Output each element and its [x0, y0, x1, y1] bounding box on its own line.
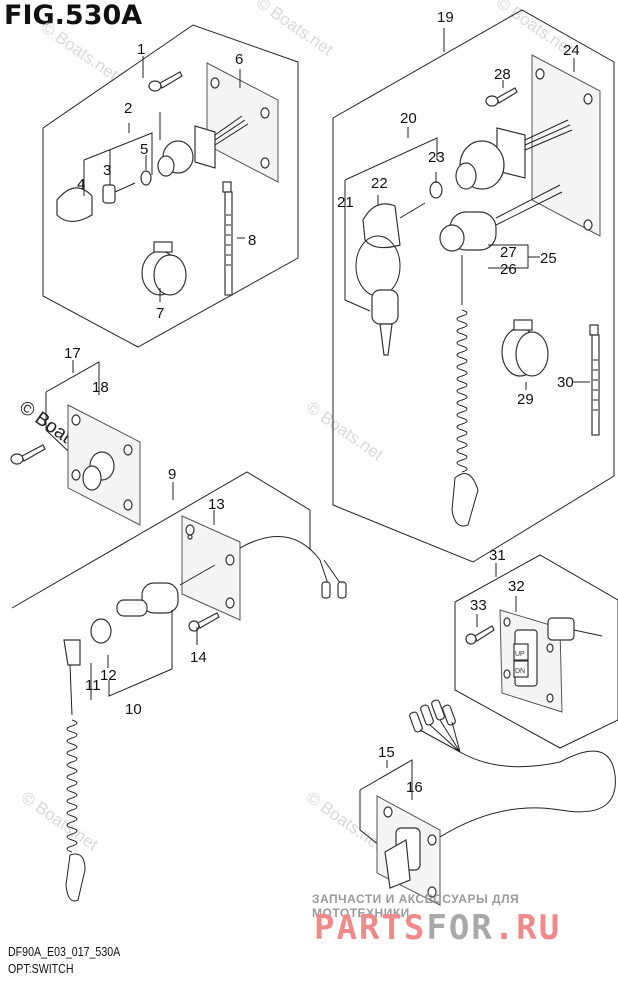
callout-10: 10 [125, 701, 142, 718]
callout-21: 21 [337, 194, 354, 211]
callout-25: 25 [540, 250, 557, 267]
key-with-ring-icon [355, 202, 426, 356]
callout-6: 6 [235, 51, 243, 68]
mounting-plate-icon [206, 62, 279, 183]
stop-switch-icon [439, 184, 563, 252]
callout-3: 3 [103, 162, 111, 179]
callout-32: 32 [508, 578, 525, 595]
group-outline [454, 554, 618, 749]
ignition-switch-icon [157, 115, 249, 177]
connector-bundle-icon [409, 699, 461, 753]
screw-icon [465, 625, 495, 645]
washer-icon [140, 170, 152, 186]
push-switch-icon [384, 827, 421, 889]
callout-24: 24 [563, 42, 580, 59]
callout-19: 19 [437, 9, 454, 26]
cable-tie-icon [222, 181, 233, 296]
rocker-switch-icon: UP DN [513, 617, 603, 687]
callout-12: 12 [100, 667, 117, 684]
cap-icon [141, 241, 187, 296]
group-outline [42, 24, 299, 348]
lanyard-coil-icon [451, 255, 479, 527]
ignition-switch-icon [455, 119, 573, 190]
cable-tie-icon [589, 324, 600, 436]
callout-20: 20 [400, 110, 417, 127]
kit-15-switch-group [359, 699, 616, 906]
toggle-switch-icon [82, 451, 115, 491]
callout-33: 33 [470, 597, 487, 614]
caption-name: OPT:SWITCH [8, 962, 74, 976]
callout-22: 22 [371, 175, 388, 192]
kit-17-switch-group [10, 360, 141, 526]
screw-icon [188, 612, 220, 632]
group-outline [11, 471, 311, 609]
kit-31-trim-switch-group: UP DN [454, 554, 618, 749]
washer-icon [429, 181, 443, 199]
callout-2: 2 [124, 100, 132, 117]
promo-brand-part: .RU [493, 908, 562, 948]
callout-1: 1 [137, 41, 145, 58]
caption-code: DF90A_E03_017_530A [8, 945, 121, 959]
callout-14: 14 [190, 649, 207, 666]
nut-icon [90, 618, 112, 644]
watermark: © Boats.net [303, 788, 387, 855]
switch-down-label: DN [515, 668, 525, 675]
kit-19-ignition-switch-group [332, 9, 615, 563]
callout-23: 23 [428, 149, 445, 166]
kit-1-ignition-switch-group [42, 24, 299, 348]
callout-28: 28 [494, 66, 511, 83]
mounting-plate-icon [531, 54, 601, 237]
callout-17: 17 [64, 345, 81, 362]
callout-8: 8 [248, 232, 256, 249]
callout-7: 7 [156, 305, 164, 322]
promo-watermark-text: ЗАПЧАСТИ И АКСЕССУАРЫ ДЛЯ МОТОТЕХНИКИ [312, 892, 520, 920]
callout-15: 15 [378, 744, 395, 761]
cap-icon [501, 319, 549, 377]
stop-switch-icon [90, 564, 216, 644]
promo-watermark-brand: PARTSFOR.RU [314, 908, 561, 948]
screw-icon [10, 444, 46, 465]
group-outline [332, 9, 615, 563]
callout-26: 26 [500, 261, 517, 278]
key-fob-icon [56, 187, 93, 223]
callout-29: 29 [517, 391, 534, 408]
key-icon [102, 184, 116, 204]
callout-31: 31 [489, 547, 506, 564]
kit-9-stop-switch-group [11, 471, 347, 902]
promo-brand-part: PARTS [314, 908, 427, 948]
lanyard-coil-icon [63, 639, 86, 902]
connector-icon [337, 581, 347, 599]
figure-caption: DF90A_E03_017_530A OPT:SWITCH [8, 944, 120, 978]
callout-27: 27 [500, 244, 517, 261]
figure-title: FIG.530A [4, 0, 143, 31]
watermark: © Boats.net [38, 18, 122, 85]
screw-icon [485, 87, 518, 107]
mounting-plate-icon [181, 515, 241, 621]
callout-11: 11 [85, 677, 101, 694]
callout-18: 18 [92, 379, 109, 396]
watermark: © Boats.net [303, 398, 387, 465]
callout-layer: 1 2 3 4 5 6 7 8 9 10 11 12 13 14 15 16 1… [64, 9, 580, 796]
switch-up-label: UP [515, 651, 525, 658]
watermark: © Boats.net [18, 788, 102, 855]
connector-icon [321, 581, 331, 599]
callout-16: 16 [406, 779, 423, 796]
callout-30: 30 [557, 374, 574, 391]
screw-icon [148, 71, 183, 92]
callout-5: 5 [140, 141, 148, 158]
promo-brand-part: FOR [426, 908, 494, 948]
callout-4: 4 [77, 176, 85, 193]
callout-13: 13 [208, 496, 225, 513]
callout-9: 9 [168, 466, 176, 483]
